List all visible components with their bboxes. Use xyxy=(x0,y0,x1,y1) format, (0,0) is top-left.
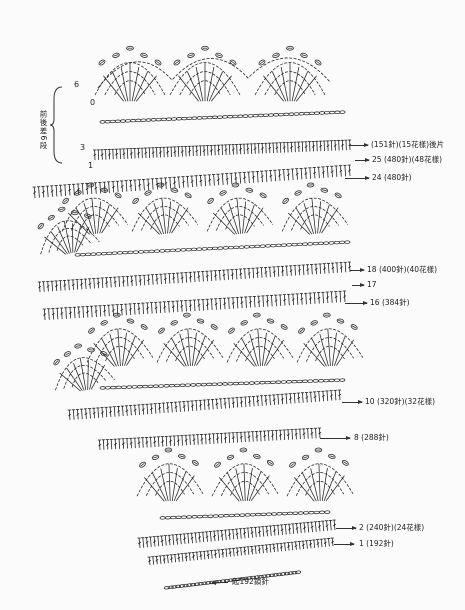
row-label: 2 (240針)(24花樣) xyxy=(359,523,424,532)
shell-motif xyxy=(131,182,199,235)
row-label: 18 (400針)(40花樣) xyxy=(367,265,437,274)
row-number: 1 xyxy=(359,539,364,548)
shell-motif xyxy=(296,312,364,367)
row-label: (151針)(15花樣)後片 xyxy=(371,140,444,149)
shell-motif xyxy=(156,312,224,367)
row-label: 16 (384針) xyxy=(370,298,410,307)
row-arrow xyxy=(350,143,369,147)
row-arrow xyxy=(334,542,355,546)
stitch-row xyxy=(97,427,322,451)
row-count: (400針)(40花樣) xyxy=(378,265,438,274)
chain-row xyxy=(159,510,331,520)
row-number: 17 xyxy=(367,280,377,289)
row-arrow xyxy=(352,283,365,287)
row-count: (192針) xyxy=(366,539,394,548)
row-label: 17 xyxy=(367,280,377,289)
left-row-number: 0 xyxy=(90,98,96,107)
row-count: (288針) xyxy=(361,433,389,442)
row-number: 24 xyxy=(372,173,382,182)
row-count: (320針)(32花樣) xyxy=(376,397,436,406)
stitch-row xyxy=(42,290,347,321)
row-label: 24 (480針) xyxy=(372,173,412,182)
row-number: 16 xyxy=(370,298,380,307)
stitch-row xyxy=(137,519,336,549)
chain-row xyxy=(74,240,351,257)
stitch-row xyxy=(67,389,342,421)
row-label: 1 (192針) xyxy=(359,539,394,548)
shell-motif xyxy=(53,343,115,392)
left-row-number: 3 xyxy=(80,143,86,152)
left-row-number: 1 xyxy=(88,161,94,170)
stitch-row xyxy=(32,164,352,199)
row-arrow xyxy=(336,526,357,530)
shell-motif xyxy=(211,447,279,502)
row-label: 25 (480針)(48花樣) xyxy=(372,155,442,164)
row-count: (151針)(15花樣)後片 xyxy=(371,140,445,149)
row-arrow xyxy=(355,158,370,162)
row-count: (480針) xyxy=(383,173,412,182)
shell-motif xyxy=(206,182,274,235)
row-arrow xyxy=(342,400,363,404)
stitch-row xyxy=(147,537,335,566)
stitch-row xyxy=(93,139,352,161)
row-count: (480針)(48花樣) xyxy=(383,155,443,164)
row-count: (384針) xyxy=(381,298,410,307)
shell-motif xyxy=(254,45,326,102)
start-chain-label: 起192鎖針 xyxy=(232,577,269,586)
row-label: 8 (288針) xyxy=(354,433,389,442)
row-number: 10 xyxy=(365,397,375,406)
row-arrow xyxy=(350,268,365,272)
row-label: 10 (320針)(32花樣) xyxy=(365,397,435,406)
top-scallop xyxy=(97,57,331,89)
row-count: (240針)(24花樣) xyxy=(366,523,425,532)
start-arrow xyxy=(212,582,228,583)
chain-row xyxy=(99,110,346,124)
chain-row xyxy=(99,378,346,390)
shell-motif xyxy=(286,447,354,502)
shell-motif xyxy=(136,447,204,502)
stitch-row xyxy=(37,261,352,293)
side-note: 前後差6段 xyxy=(39,110,48,150)
left-row-number: 6 xyxy=(74,80,80,89)
shell-motif xyxy=(86,312,154,367)
row-number: 8 xyxy=(354,433,359,442)
shell-motif xyxy=(37,206,100,255)
shell-motif xyxy=(226,312,294,367)
shell-motif xyxy=(281,182,349,235)
row-number: 18 xyxy=(367,265,377,274)
row-arrow xyxy=(345,301,368,305)
side-bracket xyxy=(50,86,63,164)
row-arrow xyxy=(320,436,351,440)
row-number: 25 xyxy=(372,155,382,164)
row-number: 2 xyxy=(359,523,364,532)
shell-motif xyxy=(94,45,166,102)
row-arrow xyxy=(345,176,370,180)
shell-motif xyxy=(169,45,241,102)
